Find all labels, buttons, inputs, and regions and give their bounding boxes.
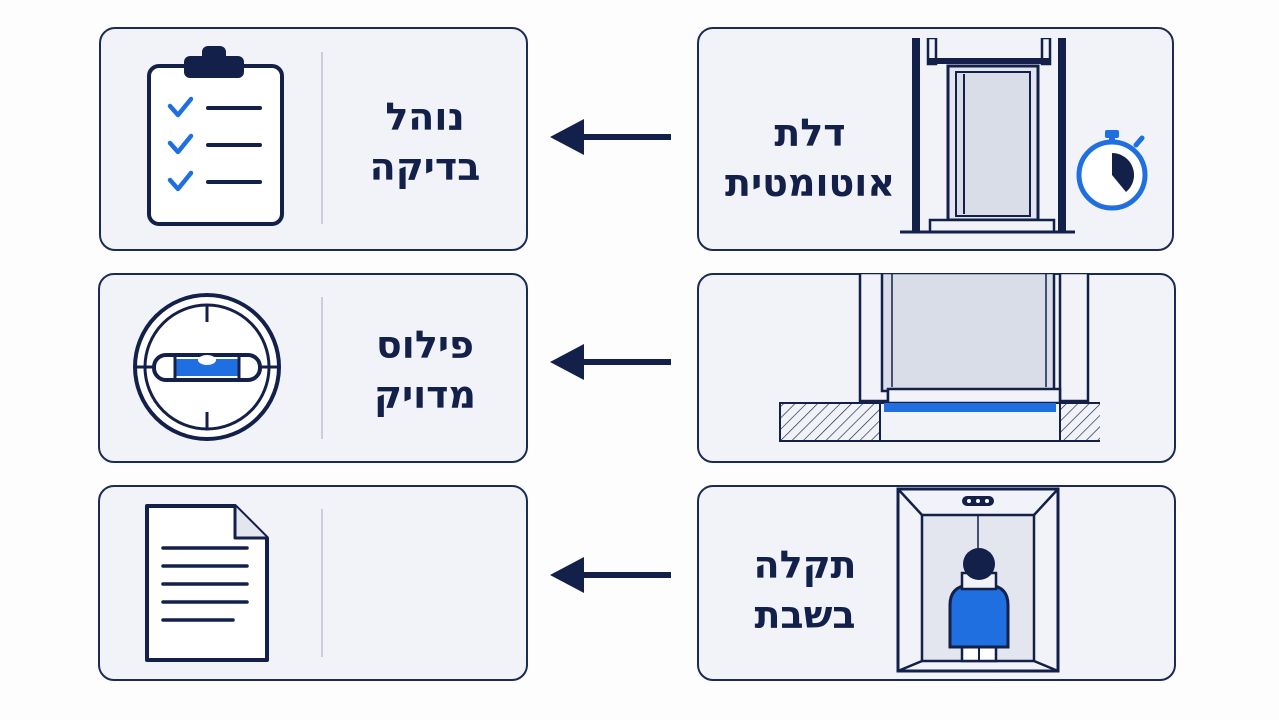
label-precise-leveling: פילוס מדויק bbox=[340, 320, 510, 420]
label-sabbath-fault: תקלה בשבת bbox=[735, 540, 875, 640]
label-inspection-procedure-line2: בדיקה bbox=[369, 145, 481, 189]
label-automatic-door-line1: דלת bbox=[774, 111, 846, 155]
label-inspection-procedure-line1: נוהל bbox=[385, 95, 465, 139]
arrow-row2 bbox=[548, 342, 674, 382]
arrow-row3 bbox=[548, 555, 674, 595]
spirit-level-icon bbox=[132, 292, 282, 442]
elevator-door-stopwatch-icon bbox=[900, 38, 1160, 238]
label-sabbath-fault-line2: בשבת bbox=[754, 593, 856, 637]
label-automatic-door-line2: אוטומטית bbox=[724, 161, 896, 205]
label-sabbath-fault-line1: תקלה bbox=[753, 543, 857, 587]
divider-row3 bbox=[321, 509, 323, 657]
arrow-row1 bbox=[548, 117, 674, 157]
label-inspection-procedure: נוהל בדיקה bbox=[340, 92, 510, 192]
checklist-clipboard-icon bbox=[146, 44, 286, 229]
leveled-elevator-floor-icon bbox=[778, 273, 1100, 443]
divider-row1 bbox=[321, 52, 323, 224]
label-automatic-door: דלת אוטומטית bbox=[715, 108, 905, 208]
document-icon bbox=[143, 502, 273, 666]
label-precise-leveling-line2: מדויק bbox=[373, 373, 477, 417]
person-in-elevator-icon bbox=[896, 487, 1060, 673]
label-precise-leveling-line1: פילוס bbox=[375, 323, 475, 367]
divider-row2 bbox=[321, 297, 323, 439]
